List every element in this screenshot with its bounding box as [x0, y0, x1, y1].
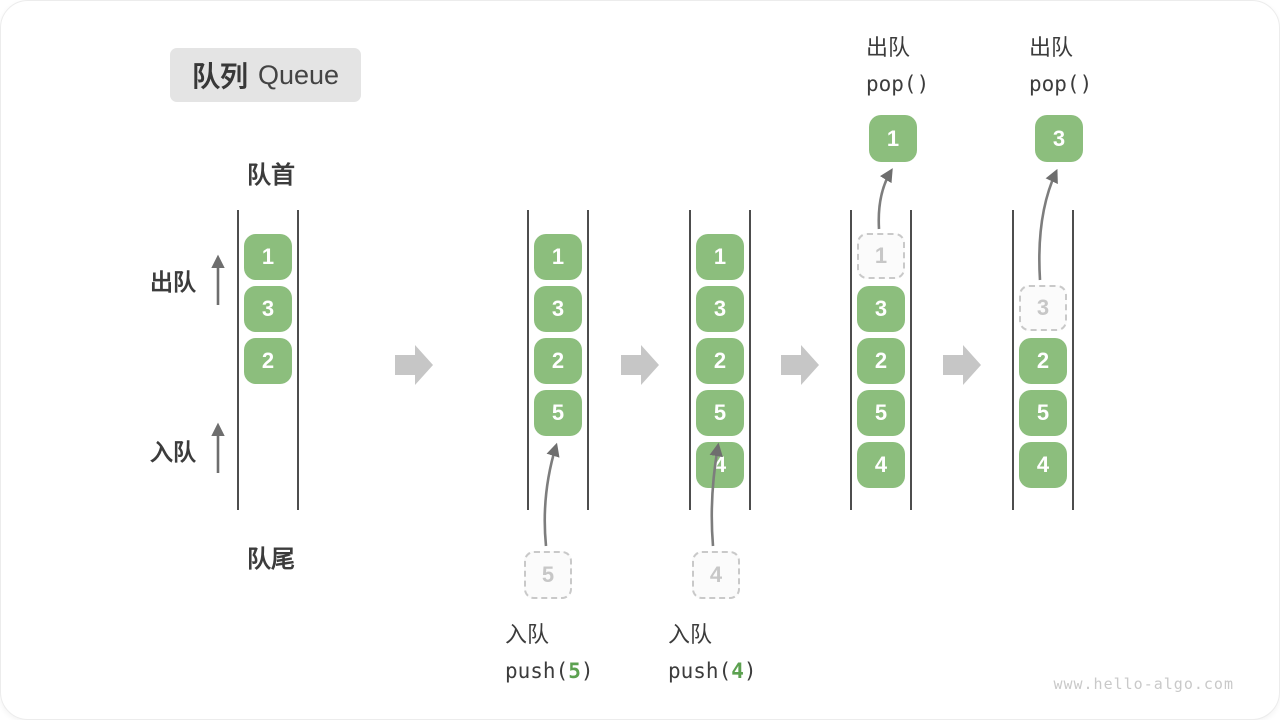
- queue-rear-label: 队尾: [247, 546, 295, 573]
- push-op-label: 入队 push(4): [668, 617, 757, 689]
- push-op-code: push(5): [505, 653, 594, 689]
- title-box: 队列 Queue: [170, 48, 361, 102]
- queue-cell: 1: [534, 234, 582, 280]
- queue-cell: 1: [244, 234, 292, 280]
- queue-cell: 3: [696, 286, 744, 332]
- push-op-zh: 入队: [668, 622, 713, 647]
- queue-cell: 2: [857, 338, 905, 384]
- queue-cell: 3: [857, 286, 905, 332]
- pop-op-zh: 出队: [866, 35, 911, 60]
- transition-arrow: [621, 345, 659, 385]
- queue-rail-3: [689, 210, 751, 510]
- code-text: push(: [505, 659, 569, 683]
- staged-cell: 5: [524, 551, 572, 599]
- pop-op-code: pop(): [866, 72, 930, 96]
- queue-cell: 5: [534, 390, 582, 436]
- dequeued-ghost-cell: 1: [857, 233, 905, 279]
- enqueue-side-label: 入队: [150, 439, 196, 465]
- transition-arrow: [781, 345, 819, 385]
- code-arg: 4: [731, 659, 744, 683]
- push-op-code: push(4): [668, 653, 757, 689]
- code-text: ): [743, 659, 757, 683]
- watermark: www.hello-algo.com: [1053, 675, 1234, 693]
- queue-cell: 2: [1019, 338, 1067, 384]
- queue-cell: 2: [696, 338, 744, 384]
- staged-cell: 4: [692, 551, 740, 599]
- pop-op-zh: 出队: [1029, 35, 1074, 60]
- pop-op-label: 出队 pop(): [1029, 30, 1092, 102]
- queue-cell: 3: [534, 286, 582, 332]
- queue-cell: 2: [244, 338, 292, 384]
- queue-rail-5: [1012, 210, 1074, 510]
- push-op-zh: 入队: [505, 622, 550, 647]
- title-en: Queue: [257, 59, 340, 90]
- queue-cell: 3: [244, 286, 292, 332]
- pop-op-code: pop(): [1029, 72, 1093, 96]
- dequeued-ghost-cell: 3: [1019, 285, 1067, 331]
- queue-cell: 4: [696, 442, 744, 488]
- pop-op-label: 出队 pop(): [866, 30, 929, 102]
- transition-arrow: [395, 345, 433, 385]
- title-zh: 队列: [191, 61, 248, 92]
- queue-rail-2: [527, 210, 589, 510]
- popped-cell: 3: [1035, 115, 1083, 162]
- queue-rail-1: [237, 210, 299, 510]
- code-text: ): [580, 659, 594, 683]
- queue-rail-4: [850, 210, 912, 510]
- queue-cell: 5: [696, 390, 744, 436]
- queue-cell: 5: [857, 390, 905, 436]
- push-op-label: 入队 push(5): [505, 617, 594, 689]
- popped-cell: 1: [869, 115, 917, 162]
- queue-cell: 5: [1019, 390, 1067, 436]
- queue-cell: 4: [1019, 442, 1067, 488]
- code-text: push(: [668, 659, 732, 683]
- queue-cell: 4: [857, 442, 905, 488]
- queue-cell: 2: [534, 338, 582, 384]
- transition-arrow: [943, 345, 981, 385]
- code-arg: 5: [568, 659, 581, 683]
- dequeue-side-label: 出队: [150, 269, 196, 295]
- queue-cell: 1: [696, 234, 744, 280]
- queue-front-label: 队首: [247, 162, 295, 189]
